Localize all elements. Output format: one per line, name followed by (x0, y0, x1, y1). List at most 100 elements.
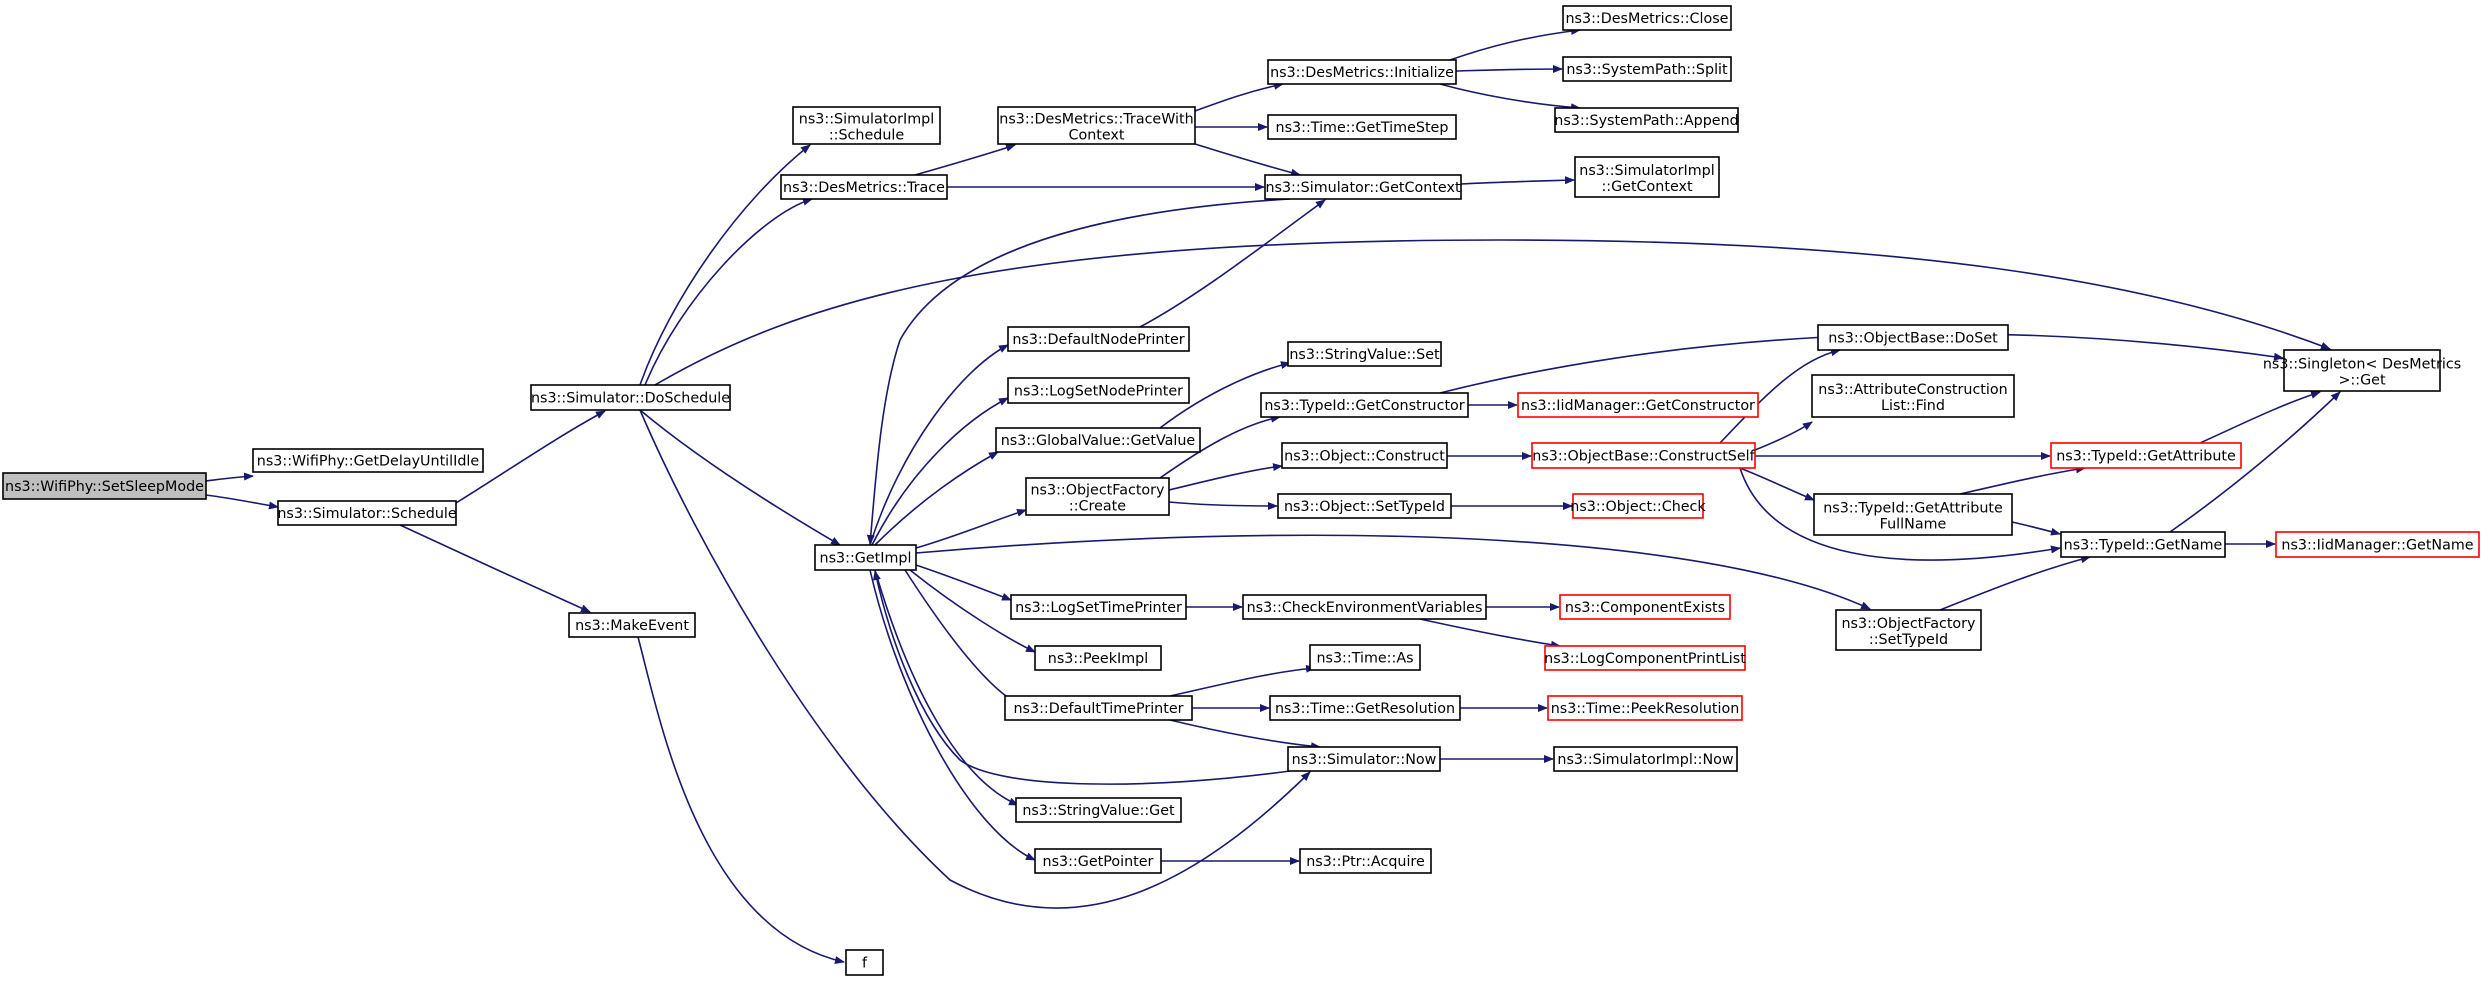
function-node[interactable]: ns3::TypeId::GetName (2060, 531, 2226, 558)
function-node[interactable]: f (845, 949, 884, 976)
function-node[interactable]: ns3::TypeId::GetAttribute (2050, 442, 2242, 469)
function-node[interactable]: ns3::ObjectFactory::SetTypeId (1835, 609, 1982, 651)
call-nodes: ns3::WifiPhy::SetSleepModens3::WifiPhy::… (2, 5, 2480, 976)
function-node[interactable]: ns3::ComponentExists (1559, 594, 1731, 620)
call-edge-n8-n25 (874, 569, 1019, 806)
function-node[interactable]: ns3::Object::Check (1570, 493, 1706, 519)
function-node[interactable]: ns3::StringValue::Set (1287, 341, 1442, 367)
function-node-box (1299, 848, 1432, 874)
call-edge-n3-n17 (654, 239, 2331, 386)
function-node-box (1267, 114, 1457, 140)
function-node-label: ns3::WifiPhy::GetDelayUntilIdle (257, 454, 480, 470)
function-node-box (1287, 341, 1442, 367)
function-node-label: ns3::ObjectBase::DoSet (1828, 331, 1998, 347)
function-node-box (1015, 797, 1182, 823)
function-node[interactable]: ns3::StringValue::Get (1015, 797, 1182, 823)
function-node[interactable]: ns3::DesMetrics::Trace (780, 174, 948, 200)
function-node-label: ns3::DesMetrics::TraceWith (999, 112, 1193, 128)
function-node[interactable]: ns3::WifiPhy::GetDelayUntilIdle (252, 448, 484, 473)
function-node[interactable]: ns3::Simulator::GetContext (1264, 174, 1462, 200)
function-node-box (1531, 442, 1756, 469)
function-node[interactable]: ns3::Time::As (1309, 644, 1421, 671)
call-edge-n33-n38 (1739, 467, 2061, 561)
function-node-box (1260, 392, 1469, 418)
call-edge-n3-n7 (644, 197, 813, 386)
function-node[interactable]: ns3::Time::PeekResolution (1547, 695, 1743, 721)
function-node[interactable]: ns3::SimulatorImpl::Schedule (792, 106, 941, 145)
function-node[interactable]: ns3::ObjectBase::ConstructSelf (1531, 442, 1756, 469)
call-edge-n37-n36 (1959, 465, 2086, 495)
function-node[interactable]: ns3::TypeId::GetConstructor (1260, 392, 1469, 418)
call-edge-n11-n13 (1449, 27, 1581, 61)
function-node-box (1309, 644, 1421, 671)
function-node[interactable]: ns3::Object::SetTypeId (1277, 493, 1452, 519)
function-node[interactable]: ns3::MakeEvent (568, 612, 696, 638)
function-node-label: ns3::PeekImpl (1048, 651, 1148, 667)
call-edge-n33-n35 (1754, 421, 1813, 451)
function-node[interactable]: ns3::PeekImpl (1034, 645, 1162, 671)
function-node[interactable]: ns3::Time::GetResolution (1269, 695, 1461, 721)
call-edge-n28-n17 (1439, 333, 2284, 394)
function-node[interactable]: ns3::SystemPath::Append (1554, 107, 1739, 133)
function-node[interactable]: ns3::DefaultTimePrinter (1004, 695, 1193, 721)
function-node-box (1025, 477, 1170, 516)
call-edge-n8-n19 (871, 397, 1009, 546)
function-node-label: ns3::SystemPath::Append (1554, 113, 1738, 129)
function-node-label: ns3::MakeEvent (575, 618, 689, 634)
call-edge-n4-n5 (637, 636, 845, 964)
function-node[interactable]: ns3::LogSetNodePrinter (1007, 377, 1190, 404)
function-node-label: ns3::SimulatorImpl (799, 112, 934, 128)
function-node[interactable]: ns3::SystemPath::Split (1562, 56, 1732, 82)
function-node[interactable]: ns3::ObjectFactory::Create (1025, 477, 1170, 516)
function-node[interactable]: ns3::LogComponentPrintList (1544, 645, 1746, 671)
function-node-box (2, 472, 207, 500)
function-node[interactable]: ns3::LogSetTimePrinter (1010, 594, 1187, 620)
function-node[interactable]: ns3::Singleton< DesMetrics>::Get (2263, 349, 2461, 392)
function-node-label: ns3::ObjectBase::ConstructSelf (1532, 449, 1755, 465)
call-edge-n38-n17 (2169, 391, 2341, 533)
function-node-label: ns3::ComponentExists (1565, 600, 1725, 616)
function-node[interactable]: ns3::GlobalValue::GetValue (995, 427, 1201, 453)
function-node[interactable]: ns3::DesMetrics::Close (1562, 5, 1732, 31)
function-node-label: ns3::Time::As (1316, 651, 1413, 667)
function-node-box (1572, 493, 1704, 519)
function-node[interactable]: ns3::IidManager::GetName (2275, 531, 2480, 558)
function-node-box (277, 500, 457, 526)
function-node[interactable]: ns3::DesMetrics::Initialize (1267, 59, 1457, 85)
function-node-label: ns3::SystemPath::Split (1566, 62, 1728, 78)
function-node[interactable]: ns3::ObjectBase::DoSet (1817, 324, 2009, 351)
function-node-box (997, 106, 1196, 145)
function-node[interactable]: ns3::Time::GetTimeStep (1267, 114, 1457, 140)
function-node-label: ns3::Simulator::Schedule (277, 506, 457, 522)
function-node[interactable]: ns3::GetImpl (814, 544, 917, 571)
function-node[interactable]: ns3::GetPointer (1034, 848, 1162, 874)
function-node[interactable]: ns3::Simulator::Schedule (277, 500, 457, 526)
function-node-box (1010, 594, 1187, 620)
function-node[interactable]: ns3::SimulatorImpl::GetContext (1574, 156, 1720, 198)
function-node-box (2050, 442, 2242, 469)
function-node[interactable]: ns3::Ptr::Acquire (1299, 848, 1432, 874)
call-edge-n40-n38 (1939, 555, 2091, 611)
function-node[interactable]: ns3::Object::Construct (1281, 442, 1448, 469)
call-edge-n8-n21 (915, 509, 1027, 549)
function-node[interactable]: ns3::IidManager::GetConstructor (1517, 392, 1759, 418)
function-node[interactable]: ns3::Simulator::Now (1287, 746, 1441, 772)
function-node-label: f (862, 956, 868, 972)
function-node-box (252, 448, 484, 473)
call-edge-n7-n9 (914, 144, 1016, 176)
function-node[interactable]: ns3::DefaultNodePrinter (1007, 326, 1190, 352)
function-node-box (1553, 746, 1738, 772)
function-node-label: ns3::TypeId::GetAttribute (2056, 449, 2236, 465)
call-edge-n33-n34 (1719, 348, 1841, 444)
call-edge-n8-n23 (909, 569, 1036, 653)
call-edge-n37-n38 (2011, 521, 2061, 536)
function-node[interactable]: ns3::SimulatorImpl::Now (1553, 746, 1738, 772)
function-node[interactable]: ns3::Simulator::DoSchedule (530, 384, 731, 411)
call-edge-n21-n28 (1159, 414, 1281, 479)
function-node[interactable]: ns3::CheckEnvironmentVariables (1242, 594, 1487, 620)
call-edge-n8-n24 (904, 569, 1021, 706)
